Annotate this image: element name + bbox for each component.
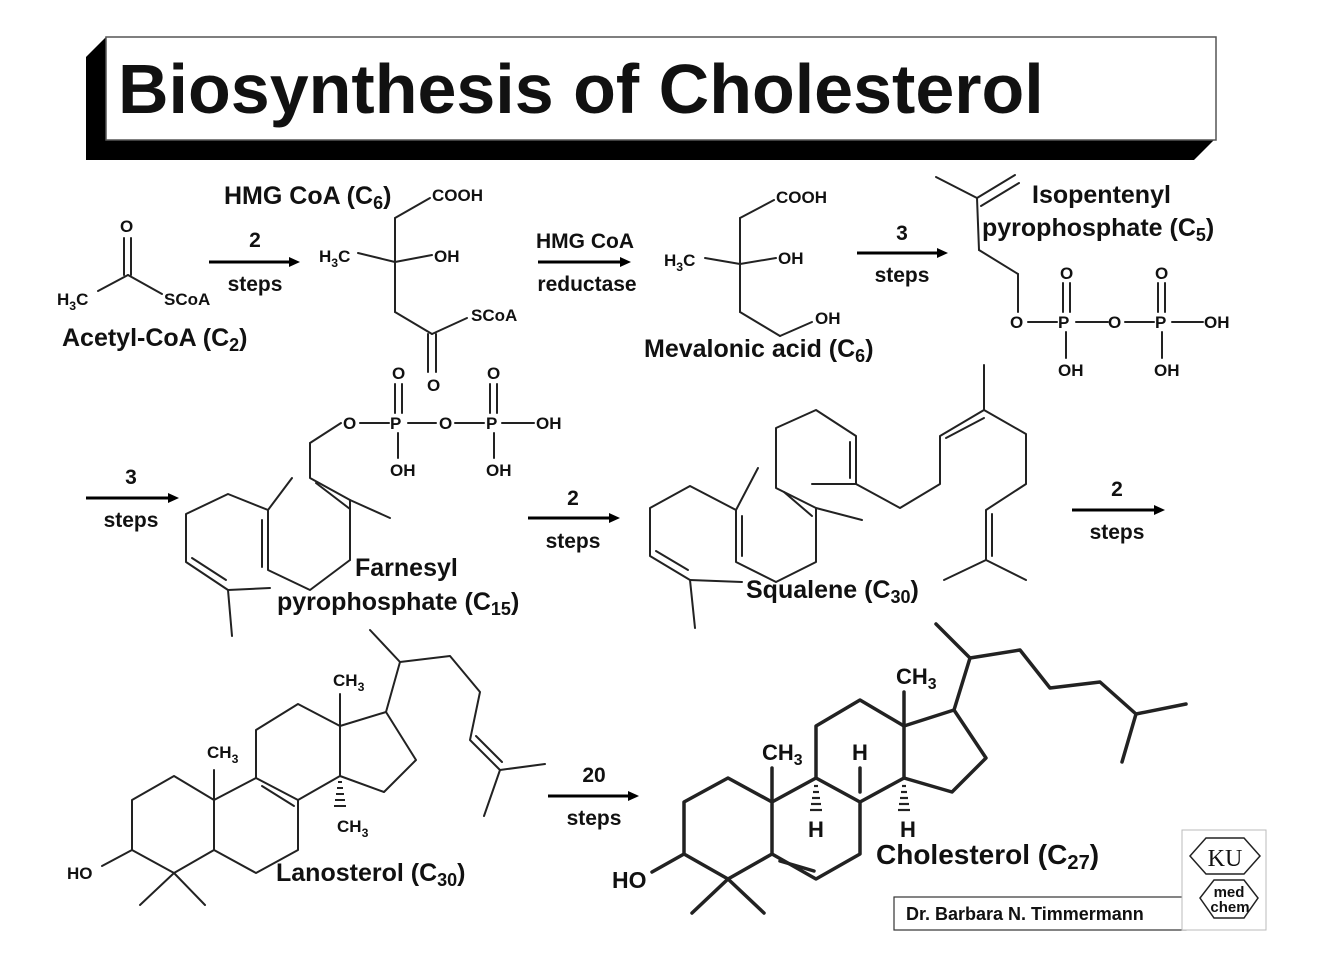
ipp-label-line1: Isopentenyl — [1032, 181, 1171, 209]
ipp-o3: O — [1060, 264, 1073, 283]
arrow-lanosterol-to-cholesterol: 20 steps — [548, 764, 639, 830]
lanosterol-ch3-left: CH3 — [207, 743, 239, 766]
acetyl-coa-structure: O H3C SCoA — [57, 217, 210, 313]
mevalonic-acid-label: Mevalonic acid (C6) — [644, 335, 874, 366]
ipp-o2: O — [1108, 313, 1121, 332]
fpp-o1: O — [343, 414, 356, 433]
fpp-o4: O — [487, 364, 500, 383]
ipp-structure: O P O P OH O O OH OH — [935, 174, 1230, 380]
credit-text: Dr. Barbara N. Timmermann — [906, 904, 1144, 924]
ipp-p2: P — [1155, 313, 1166, 332]
ipp-oh3: OH — [1154, 361, 1180, 380]
ipp-p1: P — [1058, 313, 1069, 332]
acetyl-scoa: SCoA — [164, 290, 210, 309]
cholesterol-h-top: H — [852, 740, 868, 765]
cholesterol-structure: CH3 CH3 H H H HO — [612, 622, 1188, 915]
hmg-coa-label: HMG CoA (C6) — [224, 182, 391, 213]
hmg-oh: OH — [434, 247, 460, 266]
arrow5-top: 2 — [567, 487, 579, 510]
hmg-o: O — [427, 376, 440, 395]
ipp-o1: O — [1010, 313, 1023, 332]
logo-med: med — [1214, 884, 1245, 901]
fpp-p2: P — [486, 414, 497, 433]
arrow3-bottom: steps — [875, 264, 930, 287]
mevalonic-h3c: H3C — [664, 251, 695, 274]
cholesterol-ch3-top: CH3 — [896, 664, 937, 693]
arrow4-bottom: steps — [104, 509, 159, 532]
farnesyl-label-line2: pyrophosphate (C15) — [277, 588, 519, 619]
hmg-cooh: COOH — [432, 186, 483, 205]
title-banner: Biosynthesis of Cholesterol — [86, 36, 1217, 160]
arrow-ipp-to-farnesyl: 3 steps — [86, 466, 179, 532]
fpp-oh1: OH — [536, 414, 562, 433]
page-title: Biosynthesis of Cholesterol — [118, 50, 1044, 128]
arrow6-top: 2 — [1111, 478, 1123, 501]
farnesyl-label-line1: Farnesyl — [355, 554, 458, 582]
mevalonic-cooh: COOH — [776, 188, 827, 207]
lanosterol-label: Lanosterol (C30) — [276, 859, 465, 890]
arrow7-bottom: steps — [567, 807, 622, 830]
arrow3-top: 3 — [896, 222, 908, 245]
mevalonic-oh1: OH — [778, 249, 804, 268]
arrow-hmg-to-mevalonic: HMG CoA reductase — [536, 230, 637, 296]
arrow-acetyl-to-hmg: 2 steps — [209, 229, 300, 296]
fpp-oh2: OH — [390, 461, 416, 480]
arrow4-top: 3 — [125, 466, 137, 489]
cholesterol-ho: HO — [612, 867, 647, 893]
arrow1-top: 2 — [249, 229, 261, 252]
lanosterol-ch3-bottom: CH3 — [337, 817, 369, 840]
logo-ku: KU — [1208, 846, 1243, 872]
arrow6-bottom: steps — [1090, 521, 1145, 544]
acetyl-coa-label: Acetyl-CoA (C2) — [62, 324, 247, 355]
fpp-oh3: OH — [486, 461, 512, 480]
arrow1-bottom: steps — [228, 273, 283, 296]
logo-chem: chem — [1210, 899, 1249, 916]
cholesterol-label: Cholesterol (C27) — [876, 839, 1099, 874]
squalene-label: Squalene (C30) — [746, 576, 919, 607]
arrow2-bottom: reductase — [537, 273, 636, 296]
lanosterol-ch3-top: CH3 — [333, 671, 365, 694]
arrow5-bottom: steps — [546, 530, 601, 553]
mevalonic-oh2: OH — [815, 309, 841, 328]
arrow-mevalonic-to-ipp: 3 steps — [857, 222, 948, 287]
arrow2-top: HMG CoA — [536, 230, 634, 253]
farnesyl-pp-structure: O P O P OH O O OH OH — [185, 364, 562, 637]
lanosterol-ho: HO — [67, 864, 93, 883]
fpp-o3: O — [392, 364, 405, 383]
ipp-oh2: OH — [1058, 361, 1084, 380]
lanosterol-structure: CH3 CH3 CH3 HO — [67, 629, 546, 906]
cholesterol-ch3-left: CH3 — [762, 740, 803, 769]
ipp-oh1: OH — [1204, 313, 1230, 332]
cholesterol-h-left: H — [808, 817, 824, 842]
credit-box: Dr. Barbara N. Timmermann — [893, 896, 1187, 931]
ku-medchem-logo: KU med chem — [1181, 829, 1267, 931]
hmg-scoa: SCoA — [471, 306, 517, 325]
cholesterol-h-right: H — [900, 817, 916, 842]
ipp-label-line2: pyrophosphate (C5) — [982, 214, 1214, 245]
mevalonic-acid-structure: COOH H3C OH OH — [664, 188, 841, 337]
arrow-farnesyl-to-squalene: 2 steps — [528, 487, 620, 553]
arrow-squalene-to-lanosterol: 2 steps — [1072, 478, 1165, 544]
hmg-coa-structure: COOH H3C OH SCoA O — [319, 186, 517, 395]
squalene-structure — [649, 364, 1027, 629]
acetyl-h3c: H3C — [57, 290, 88, 313]
ipp-o4: O — [1155, 264, 1168, 283]
arrow7-top: 20 — [582, 764, 605, 787]
fpp-o2: O — [439, 414, 452, 433]
acetyl-o: O — [120, 217, 133, 236]
fpp-p1: P — [390, 414, 401, 433]
hmg-h3c: H3C — [319, 247, 350, 270]
